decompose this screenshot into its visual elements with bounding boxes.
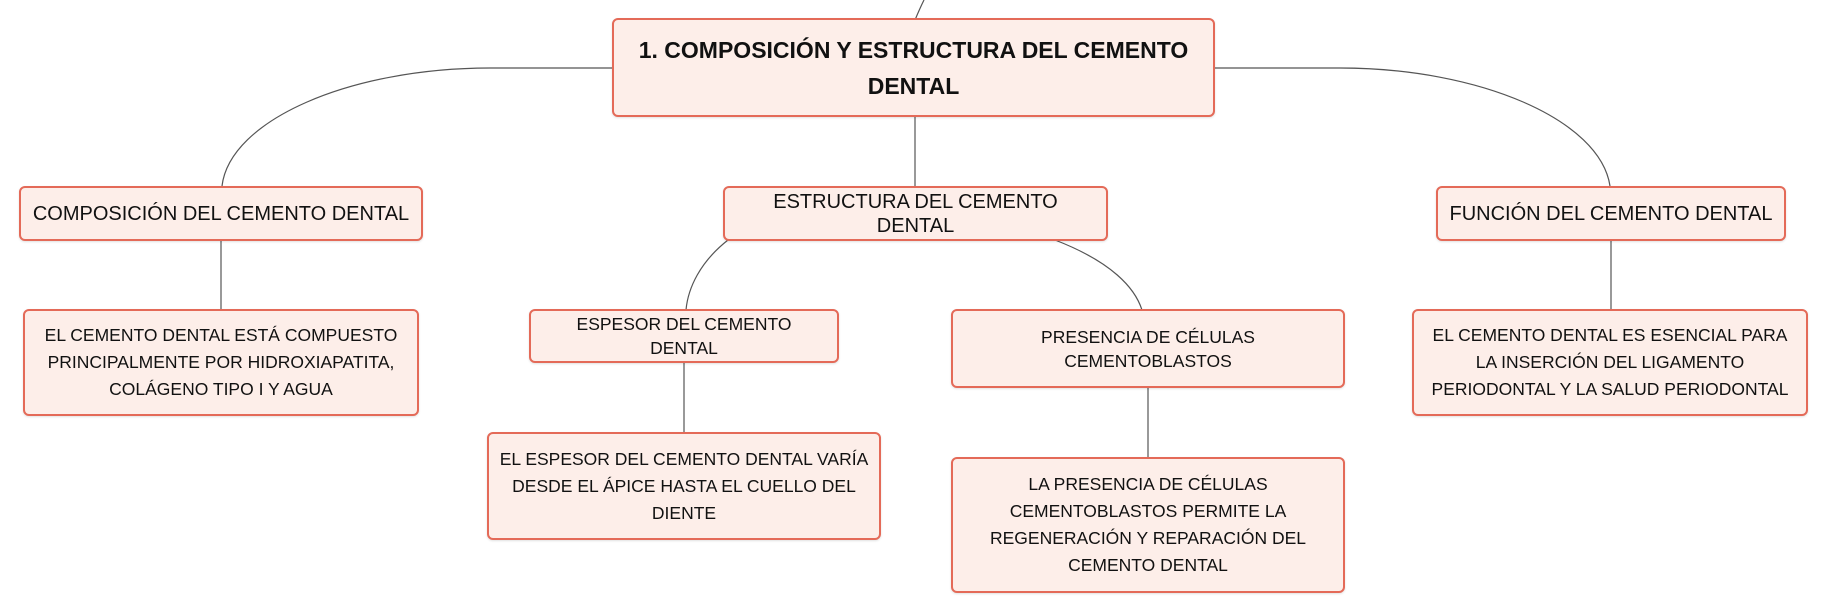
subbranch-presencia-label: PRESENCIA DE CÉLULAS CEMENTOBLASTOS xyxy=(1041,326,1255,371)
detail-espesor[interactable]: EL ESPESOR DEL CEMENTO DENTAL VARÍA DESD… xyxy=(487,432,881,540)
detail-presencia[interactable]: LA PRESENCIA DE CÉLULAS CEMENTOBLASTOS P… xyxy=(951,457,1345,593)
detail-funcion[interactable]: EL CEMENTO DENTAL ES ESENCIAL PARA LA IN… xyxy=(1412,309,1808,416)
detail-composicion-text: EL CEMENTO DENTAL ESTÁ COMPUESTO PRINCIP… xyxy=(44,325,398,399)
connector-root-parent xyxy=(914,0,925,21)
subbranch-presencia[interactable]: PRESENCIA DE CÉLULAS CEMENTOBLASTOS xyxy=(951,309,1345,388)
root-topic[interactable]: 1. COMPOSICIÓN Y ESTRUCTURA DEL CEMENTO … xyxy=(612,18,1215,117)
connector-estructura-presencia xyxy=(1054,239,1143,311)
root-topic-label: 1. COMPOSICIÓN Y ESTRUCTURA DEL CEMENTO … xyxy=(638,36,1189,99)
branch-funcion[interactable]: FUNCIÓN DEL CEMENTO DENTAL xyxy=(1436,186,1786,241)
connector-root-funcion xyxy=(1214,67,1611,187)
connector-estructura-espesor xyxy=(685,239,729,311)
branch-composicion[interactable]: COMPOSICIÓN DEL CEMENTO DENTAL xyxy=(19,186,423,241)
branch-estructura[interactable]: ESTRUCTURA DEL CEMENTO DENTAL xyxy=(723,186,1108,241)
branch-funcion-label: FUNCIÓN DEL CEMENTO DENTAL xyxy=(1449,202,1773,225)
detail-funcion-text: EL CEMENTO DENTAL ES ESENCIAL PARA LA IN… xyxy=(1431,325,1789,399)
detail-presencia-text: LA PRESENCIA DE CÉLULAS CEMENTOBLASTOS P… xyxy=(989,474,1307,575)
subbranch-espesor-label: ESPESOR DEL CEMENTO DENTAL xyxy=(576,314,792,358)
subbranch-espesor[interactable]: ESPESOR DEL CEMENTO DENTAL xyxy=(529,309,839,363)
connector-root-composicion xyxy=(221,67,612,187)
branch-estructura-label: ESTRUCTURA DEL CEMENTO DENTAL xyxy=(773,190,1058,237)
detail-espesor-text: EL ESPESOR DEL CEMENTO DENTAL VARÍA DESD… xyxy=(499,448,869,523)
detail-composicion[interactable]: EL CEMENTO DENTAL ESTÁ COMPUESTO PRINCIP… xyxy=(23,309,419,416)
branch-composicion-label: COMPOSICIÓN DEL CEMENTO DENTAL xyxy=(32,202,410,225)
